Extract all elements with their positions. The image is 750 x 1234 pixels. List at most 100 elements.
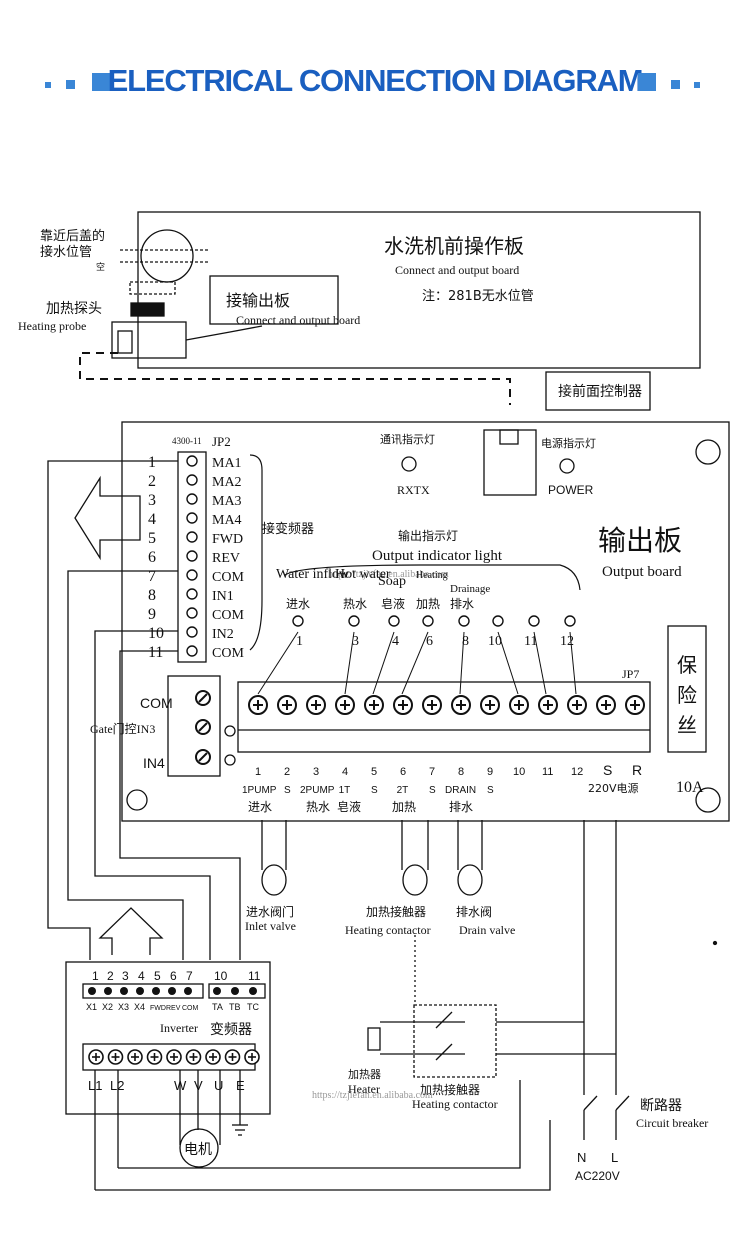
indicator-led (388, 615, 400, 627)
power-light-cn: 电源指示灯 (541, 436, 596, 450)
jp2-pin-label: REV (212, 551, 240, 566)
terminal-number: 9 (487, 766, 493, 778)
jp2-label: JP2 (212, 434, 231, 449)
ind-cn-drain: 排水 (450, 597, 474, 611)
out-light-en: Output indicator light (372, 548, 503, 564)
inverter-bottom-label: E (236, 1078, 245, 1093)
jp2-pin (186, 455, 198, 467)
indicator-led (458, 615, 470, 627)
ind-en-soap: Soap (378, 574, 406, 589)
terminal-sub-label: DRAIN (445, 785, 476, 796)
jp2-header (177, 451, 207, 663)
inverter-screw (213, 987, 221, 995)
inverter-top-label: FWD (150, 1005, 166, 1012)
jp2-pin-number: 11 (148, 644, 163, 661)
terminal-number: 8 (458, 766, 464, 778)
inverter-screw (184, 987, 192, 995)
watermark: https://tzjiefan.en.alibaba.com (328, 569, 449, 580)
terminal-number: 7 (429, 766, 435, 778)
jp2-pin (186, 512, 198, 524)
breaker-n: N (577, 1150, 586, 1165)
inverter-top-number: 5 (154, 969, 161, 983)
jp2-pin (186, 645, 198, 657)
water-pos-label-2: 接水位管 (40, 244, 92, 260)
ind-en-heating: Heating (416, 570, 448, 581)
water-pos-label-1: 靠近后盖的 (40, 228, 105, 244)
big-arrow (74, 475, 141, 561)
inverter-top-number: 11 (248, 969, 261, 983)
ind-cn-water: 进水 (286, 597, 310, 611)
indicator-number: 1 (296, 634, 303, 649)
inverter-bottom-label: L1 (88, 1078, 102, 1093)
inverter-top-label: X3 (118, 1002, 129, 1012)
inverter-top-label: X1 (86, 1002, 97, 1012)
jp2-pin (186, 550, 198, 562)
heat-contactor-en: Heating contactor (345, 923, 431, 937)
ind-en-hot: Hot water (335, 567, 391, 582)
inverter-top-number: 10 (214, 969, 228, 983)
inverter-cn: 变频器 (210, 1022, 252, 1038)
decor-square (638, 73, 656, 91)
jp2-pin (186, 493, 198, 505)
jp2-pin-label: MA1 (212, 456, 242, 471)
gate-in4: IN4 (143, 755, 165, 771)
terminal-sub-label: S (371, 785, 378, 796)
inverter-screw (120, 987, 128, 995)
terminal-number: 10 (513, 766, 525, 778)
jp2-pin-number: 1 (148, 454, 156, 471)
ind-en-drain: Drainage (450, 583, 490, 595)
terminal-number: 5 (371, 766, 377, 778)
inverter-top-label: X2 (102, 1002, 113, 1012)
jp2-pin-number: 7 (148, 568, 156, 585)
inverter-top-number: 2 (107, 969, 114, 983)
decor-square (66, 80, 75, 89)
motor (179, 1128, 219, 1168)
terminal-sub-label: S (284, 785, 291, 796)
jp2-pin-number: 10 (148, 625, 164, 642)
gate-com: COM (140, 695, 173, 711)
inverter-screw (136, 987, 144, 995)
fuse-label-2: 险 (677, 683, 697, 707)
inverter-screw (88, 987, 96, 995)
decor-square (671, 80, 680, 89)
front-ctrl-cn: 接前面控制器 (558, 383, 642, 400)
terminal-sub-cn: 热水 (306, 800, 330, 814)
inverter-top-label: TA (212, 1002, 223, 1012)
terminal-sub-label: 2T (397, 785, 409, 796)
terminal-sub-label: S (429, 785, 436, 796)
page-header: ELECTRICAL CONNECTION DIAGRAM (0, 55, 750, 115)
water-level-fitting (140, 229, 194, 283)
inverter-top-number: 1 (92, 969, 99, 983)
inverter-top-number: 6 (170, 969, 177, 983)
inverter-top-label: REV (166, 1005, 181, 1012)
decor-square (92, 73, 110, 91)
indicator-number: 3 (352, 634, 359, 649)
inverter-en: Inverter (160, 1021, 198, 1035)
inverter-bottom-label: V (194, 1078, 203, 1093)
indicator-led (422, 615, 434, 627)
indicator-led (564, 615, 576, 627)
inverter-top-label: TC (247, 1002, 259, 1012)
fuse-label-1: 保 (677, 653, 697, 677)
breaker-en: Circuit breaker (636, 1116, 708, 1130)
probe-label-en: Heating probe (18, 319, 86, 333)
inverter-top-number: 7 (186, 969, 193, 983)
jp2-pin (186, 569, 198, 581)
contactor-cn: 加热接触器 (420, 1082, 480, 1097)
decor-square (45, 82, 51, 88)
jp2-pin-label: MA3 (212, 494, 242, 509)
terminal-number: 3 (313, 766, 319, 778)
jp2-pin (186, 607, 198, 619)
jp2-pin (186, 626, 198, 638)
ind-cn-hot: 热水 (343, 597, 367, 611)
heat-contactor-cn: 加热接触器 (366, 904, 426, 919)
terminal-strip (237, 681, 651, 753)
terminal-number: 12 (571, 766, 583, 778)
jp2-pin-number: 2 (148, 473, 156, 490)
jp2-pin-number: 8 (148, 587, 156, 604)
inverter-bottom-label: L2 (110, 1078, 124, 1093)
jp2-pin-label: COM (212, 608, 244, 623)
terminal-number: S (603, 762, 612, 778)
jp2-pin (186, 474, 198, 486)
